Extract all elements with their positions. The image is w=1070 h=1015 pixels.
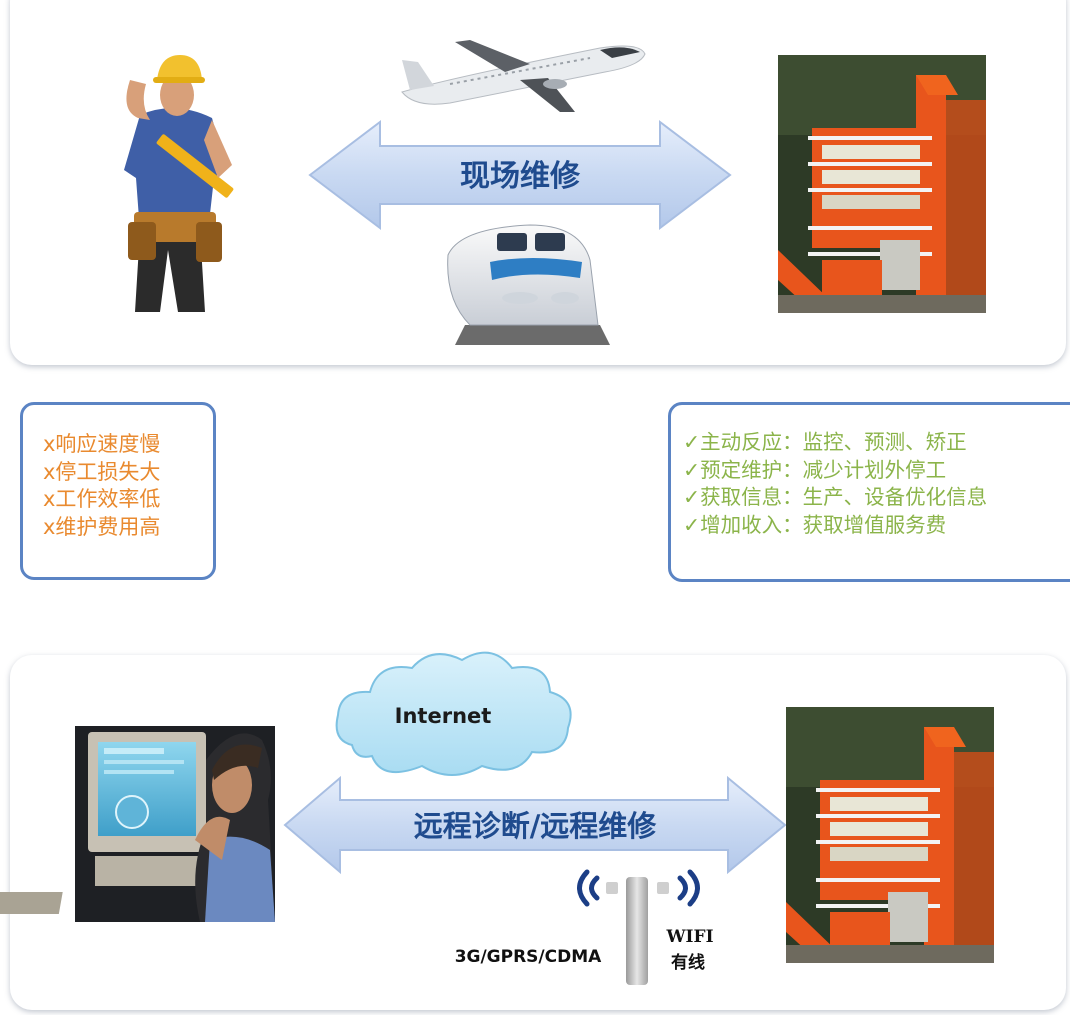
operator-computer-image [0, 726, 275, 922]
plant-image-top [778, 55, 986, 313]
pros-item: ✓预定维护：减少计划外停工 [683, 457, 947, 482]
onsite-repair-label: 现场维修 [460, 159, 581, 194]
airplane-image [401, 40, 646, 112]
train-image [447, 224, 610, 345]
signal-left-icon [577, 869, 600, 907]
plant-image-bottom [786, 707, 994, 963]
cons-item: x工作效率低 [43, 487, 161, 511]
pros-item: ✓主动反应：监控、预测、矫正 [683, 430, 967, 454]
pros-box: ✓主动反应：监控、预测、矫正 ✓预定维护：减少计划外停工 ✓获取信息：生产、设备… [668, 402, 1070, 582]
onsite-repair-arrow [308, 119, 732, 231]
wired-label: 有线 [671, 952, 705, 973]
cons-item: x响应速度慢 [43, 432, 161, 456]
pros-item: ✓获取信息：生产、设备优化信息 [683, 485, 988, 509]
cons-item: x维护费用高 [43, 514, 161, 539]
signal-right-icon [677, 869, 700, 907]
internet-label: Internet [395, 704, 492, 728]
cons-item: x停工损失大 [43, 459, 161, 484]
remote-repair-arrow [283, 775, 787, 875]
wifi-label: WIFI [665, 927, 713, 947]
network-label: 3G/GPRS/CDMA [455, 947, 602, 967]
pros-item: ✓增加收入：获取增值服务费 [683, 512, 947, 537]
worker-image [105, 45, 250, 315]
remote-repair-label: 远程诊断/远程维修 [414, 809, 658, 843]
antenna-icon [606, 877, 669, 985]
internet-cloud [335, 651, 572, 776]
cons-box: x响应速度慢 x停工损失大 x工作效率低 x维护费用高 [20, 402, 216, 580]
